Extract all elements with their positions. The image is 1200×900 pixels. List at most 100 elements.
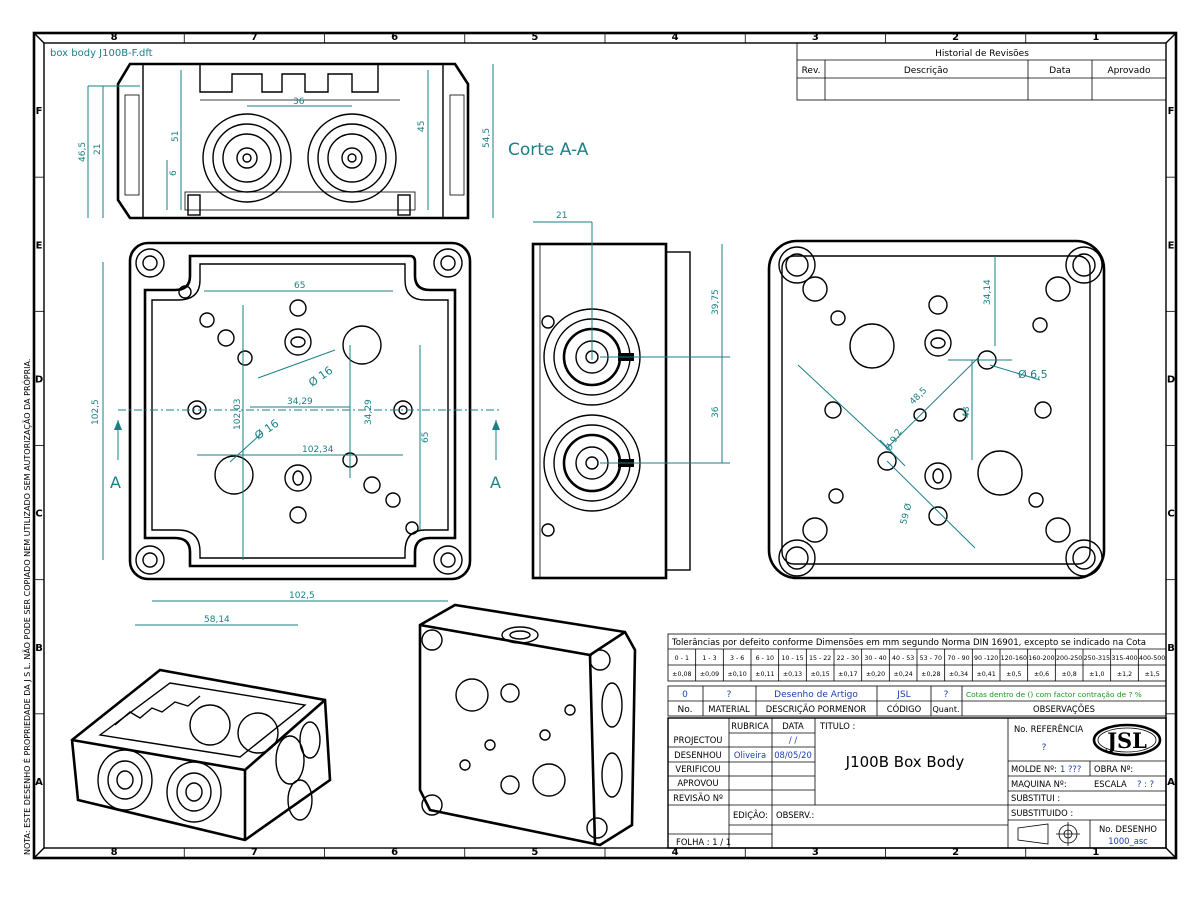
dim-top-34-29-v: 34,29 — [364, 399, 374, 425]
isometric-view-open — [70, 668, 332, 842]
tolerance-value: ±0,24 — [894, 671, 913, 678]
isometric-view-bottom — [418, 603, 637, 847]
dim-top-102-34: 102,34 — [302, 445, 334, 455]
row-aprovou: APROVOU — [677, 778, 718, 788]
zone-row-label: F — [36, 106, 43, 117]
tolerance-range: 90 -120 — [974, 655, 998, 662]
bottom-view — [767, 239, 1106, 580]
dim-section-54-5: 54,5 — [482, 128, 492, 148]
tolerance-value: ±0,17 — [838, 671, 857, 678]
zone-row-label: F — [1168, 106, 1175, 117]
parts-header-no: No. — [678, 705, 693, 715]
ref-label: No. REFERÊNCIA — [1014, 723, 1083, 734]
dim-section-36: 36 — [293, 97, 305, 107]
zone-column-label: 7 — [251, 32, 258, 43]
dim-section-21: 21 — [93, 144, 103, 155]
rev-header-aprovado: Aprovado — [1108, 66, 1151, 76]
parts-header-quant: Quant. — [932, 705, 959, 714]
tolerance-value: ±0,13 — [783, 671, 802, 678]
substituido-label: SUBSTITUIDO : — [1011, 808, 1073, 818]
tolerance-range: 160-200 — [1028, 655, 1054, 662]
molde-label: MOLDE Nº: — [1011, 764, 1057, 774]
rev-header-descricao: Descrição — [904, 66, 949, 76]
bottom-dimensions — [797, 256, 1041, 549]
dim-side-36: 36 — [711, 406, 721, 418]
zone-column-label: 3 — [812, 32, 819, 43]
section-view-a-a — [116, 62, 470, 220]
dim-top-34-29-h: 34,29 — [287, 397, 313, 407]
tolerance-range: 250-315 — [1084, 655, 1110, 662]
zone-row-label: B — [1167, 643, 1175, 654]
tolerance-range: 315-400 — [1111, 655, 1137, 662]
logo-text: JSL — [1105, 728, 1147, 753]
zone-column-label: 1 — [1092, 32, 1099, 43]
col-rubrica: RUBRICA — [731, 721, 769, 731]
file-name: box body J100B-F.dft — [50, 48, 153, 59]
tolerance-range: 0 - 1 — [675, 655, 689, 662]
jsl-logo — [1092, 723, 1162, 757]
dim-side-39-75: 39,75 — [711, 289, 721, 315]
revisions-table — [796, 42, 1167, 101]
zone-row-label: B — [35, 643, 43, 654]
tolerance-range: 6 - 10 — [756, 655, 774, 662]
row-projectou: PROJECTOU — [674, 735, 723, 745]
row-verificou: VERIFICOU — [675, 764, 720, 774]
zone-row-label: E — [36, 240, 43, 251]
section-mark-left: A — [110, 473, 121, 492]
tolerance-value: ±0,41 — [977, 671, 996, 678]
zone-column-label: 6 — [391, 32, 398, 43]
desenhou-date: 08/05/20 — [774, 750, 812, 760]
zone-column-label: 4 — [672, 847, 679, 858]
zone-column-label: 1 — [1092, 847, 1099, 858]
edicao-label: EDIÇÃO: — [733, 810, 768, 820]
section-label: Corte A-A — [508, 140, 589, 160]
tolerance-value: ±0,28 — [921, 671, 940, 678]
dim-bottom-dia-9-2: Ø 9,2 — [883, 427, 905, 454]
dim-bottom-48-5: 48,5 — [908, 386, 929, 407]
dim-bottom-48: 48 — [962, 406, 972, 418]
projection-symbol-icon — [1017, 822, 1080, 846]
dim-top-65-v: 65 — [421, 432, 431, 443]
zone-column-label: 8 — [111, 32, 118, 43]
top-dimensions — [102, 262, 500, 626]
zone-row-label: A — [1167, 777, 1175, 788]
dim-bottom-59: 59 Ø — [898, 502, 914, 526]
tolerance-value: ±0,08 — [672, 671, 691, 678]
observ-label: OBSERV.: — [776, 810, 814, 820]
part-no: 0 — [682, 690, 688, 700]
dim-top-102-5-h: 102,5 — [289, 591, 315, 601]
revisions-title: Historial de Revisões — [935, 49, 1029, 59]
zone-row-label: A — [35, 777, 43, 788]
tolerance-range: 30 - 40 — [864, 655, 886, 662]
section-dimensions — [87, 64, 494, 218]
side-dimensions — [533, 221, 730, 464]
parts-table — [667, 685, 1167, 717]
tolerance-range: 200-250 — [1056, 655, 1082, 662]
tolerance-range: 40 - 53 — [892, 655, 914, 662]
part-description: Desenho de Artigo — [774, 690, 858, 700]
tolerance-value: ±0,8 — [1062, 671, 1077, 678]
zone-column-label: 8 — [111, 847, 118, 858]
tolerance-value: ±0,15 — [811, 671, 830, 678]
ref-value: ? — [1042, 743, 1047, 753]
parts-header-descricao: DESCRIÇÃO PORMENOR — [766, 704, 867, 714]
rev-header-rev: Rev. — [802, 66, 821, 76]
zone-row-label: D — [35, 374, 43, 385]
dim-top-102-03: 102,03 — [233, 399, 243, 431]
tolerance-range: 15 - 22 — [809, 655, 831, 662]
escala-value: ? : ? — [1137, 779, 1154, 789]
zone-column-label: 7 — [251, 847, 258, 858]
sheet-frame — [32, 31, 1178, 860]
dim-section-46-5: 46,5 — [78, 142, 88, 162]
drawing-title: J100B Box Body — [845, 753, 965, 771]
part-material: ? — [727, 690, 732, 700]
substitui-label: SUBSTITUI : — [1011, 793, 1060, 803]
zone-column-label: 3 — [812, 847, 819, 858]
zone-column-label: 5 — [531, 32, 538, 43]
side-view — [531, 242, 691, 580]
folha: FOLHA : 1 / 1 — [676, 837, 731, 847]
row-desenhou: DESENHOU — [674, 750, 722, 760]
